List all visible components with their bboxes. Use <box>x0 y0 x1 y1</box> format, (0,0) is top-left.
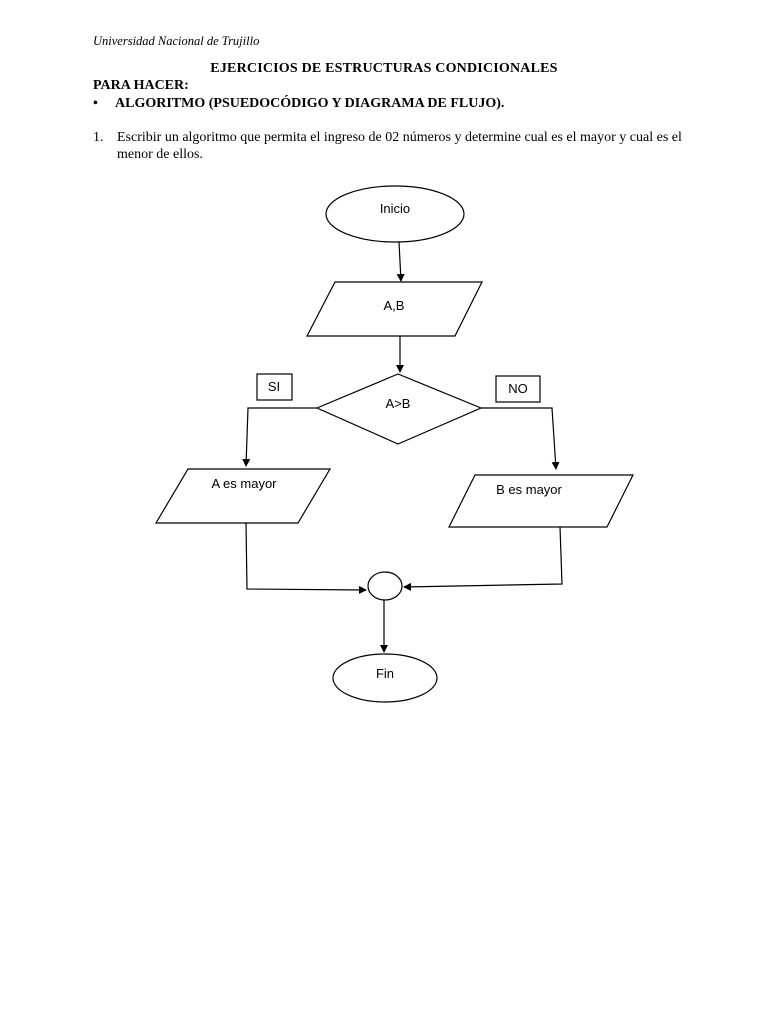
yes-output-shape <box>154 468 332 524</box>
arrow-start-to-input <box>396 241 405 282</box>
start-label: Inicio <box>380 201 410 216</box>
end-label: Fin <box>376 666 394 681</box>
no-label-box <box>495 375 541 403</box>
arrow-yes-branch <box>242 407 317 467</box>
input-shape <box>306 281 483 337</box>
exercise-1: 1. Escribir un algoritmo que permita el … <box>93 129 693 163</box>
yes-label: SI <box>268 379 280 394</box>
header-institution: Universidad Nacional de Trujillo <box>93 34 260 48</box>
input-label: A,B <box>384 298 405 313</box>
yes-label-box <box>256 373 293 401</box>
no-output-label: B es mayor <box>496 482 562 497</box>
end-terminal <box>332 653 438 703</box>
arrow-no-to-connector <box>403 526 563 591</box>
bullet-icon: • <box>93 96 98 111</box>
arrow-yes-to-connector <box>245 522 367 594</box>
merge-connector <box>367 571 403 601</box>
yes-output-label: A es mayor <box>211 476 277 491</box>
decision-label: A>B <box>386 396 411 411</box>
decision-shape <box>315 373 483 445</box>
bullet-item-text: ALGORITMO (PSUEDOCÓDIGO Y DIAGRAMA DE FL… <box>115 96 505 111</box>
no-output-shape <box>448 474 634 528</box>
bullet-item: • ALGORITMO (PSUEDOCÓDIGO Y DIAGRAMA DE F… <box>93 96 504 112</box>
no-label: NO <box>508 381 528 396</box>
exercise-number: 1. <box>93 130 104 145</box>
exercise-text: Escribir un algoritmo que permita el ing… <box>117 130 682 162</box>
arrow-no-branch <box>481 407 560 470</box>
section-heading: PARA HACER: <box>93 78 189 93</box>
start-terminal <box>325 185 465 243</box>
document-title: EJERCICIOS DE ESTRUCTURAS CONDICIONALES <box>210 61 558 76</box>
